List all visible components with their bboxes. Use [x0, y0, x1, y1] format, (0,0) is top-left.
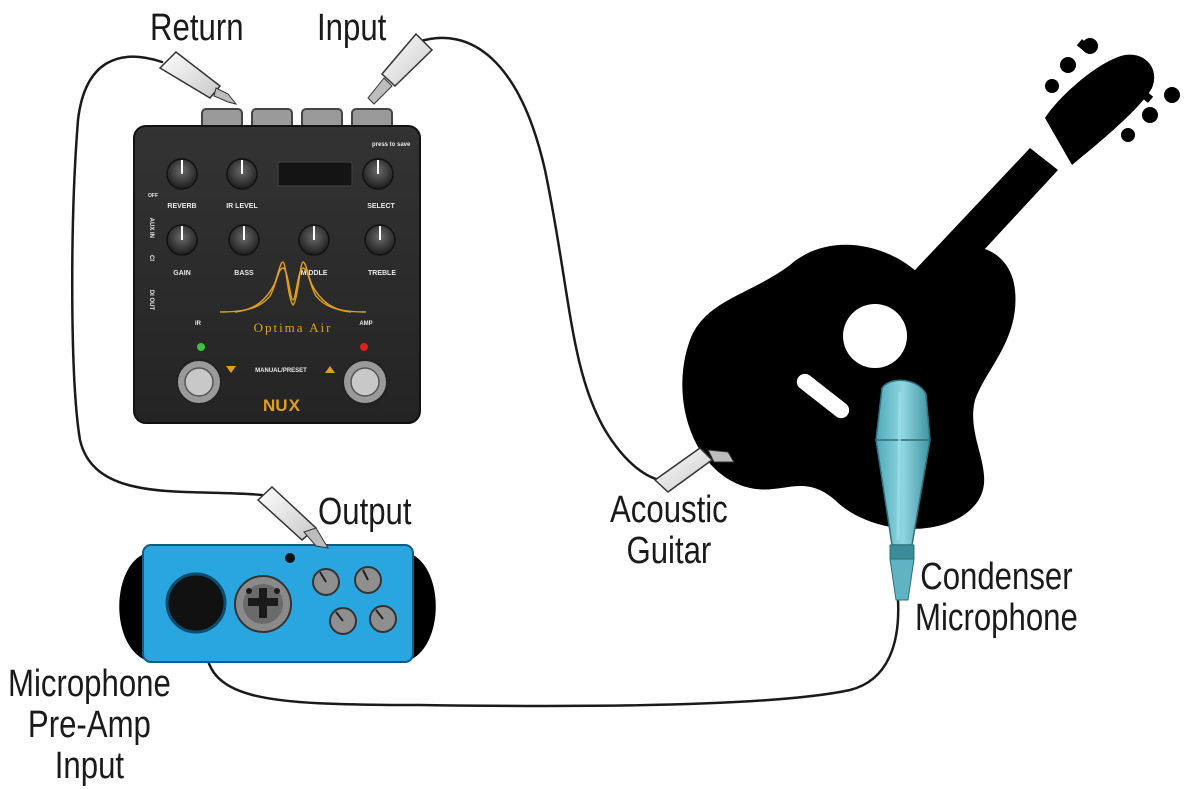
input-to-guitar-cable	[416, 36, 662, 482]
led-amp-red	[360, 343, 368, 351]
led-ir-green	[197, 343, 205, 351]
condenser-microphone-icon	[875, 379, 931, 601]
arrow-down-icon	[226, 366, 236, 373]
preamp-mic-input-jack[interactable]	[165, 572, 227, 634]
preamp-knobs[interactable]	[312, 566, 397, 635]
optima-air-pedal: press to save OFF REVERB IR LEVEL SELECT…	[133, 108, 421, 424]
arrow-up-icon	[325, 366, 335, 373]
plug-input	[367, 32, 434, 105]
label-condenser-microphone: Condenser Microphone	[915, 556, 1078, 639]
plug-acoustic-guitar	[653, 447, 735, 493]
knob-label-gain: GAIN	[173, 270, 191, 277]
optima-air-waveform-logo	[219, 261, 367, 313]
knob-label-ir-level: IR LEVEL	[226, 203, 258, 210]
footswitch-right[interactable]	[342, 359, 388, 405]
knob-label-bass: BASS	[234, 270, 254, 277]
footswitch-left[interactable]	[176, 359, 222, 405]
label-mic-preamp-input: Microphone Pre-Amp Input	[8, 663, 171, 787]
reverb-off-label: OFF	[148, 193, 158, 199]
footswitch-label-ir: IR	[195, 321, 202, 327]
label-return: Return	[150, 7, 244, 49]
mic-to-preamp-cable	[203, 598, 900, 708]
return-to-output-cable	[70, 55, 264, 497]
plug-return	[158, 51, 238, 105]
knob-label-reverb: REVERB	[167, 203, 196, 210]
label-acoustic-guitar: Acoustic Guitar	[610, 489, 728, 572]
save-hint: press to save	[372, 142, 411, 148]
label-output: Output	[318, 491, 412, 533]
pedal-knob-row-bottom[interactable]	[166, 224, 396, 256]
preamp-combo-jack[interactable]	[234, 575, 292, 633]
cables	[70, 36, 900, 708]
mic-preamp-interface	[119, 544, 436, 663]
knob-label-middle: MIDDLE	[301, 270, 328, 277]
knob-label-select: SELECT	[367, 203, 395, 210]
side-label-ci: CI	[148, 255, 154, 261]
mode-label: MANUAL/PRESET	[255, 368, 307, 374]
pedal-brand-logo: NUX	[263, 396, 301, 415]
pedal-knob-row-top[interactable]	[166, 158, 394, 190]
side-label-di-out: DI OUT	[148, 290, 154, 311]
plug-output	[256, 485, 329, 549]
knob-label-treble: TREBLE	[368, 270, 396, 277]
label-input: Input	[317, 7, 387, 49]
side-label-aux-in: AUX IN	[148, 218, 154, 238]
acoustic-guitar-icon	[682, 38, 1180, 529]
footswitch-label-amp: AMP	[359, 321, 372, 327]
pedal-model-name: Optima Air	[254, 320, 333, 335]
